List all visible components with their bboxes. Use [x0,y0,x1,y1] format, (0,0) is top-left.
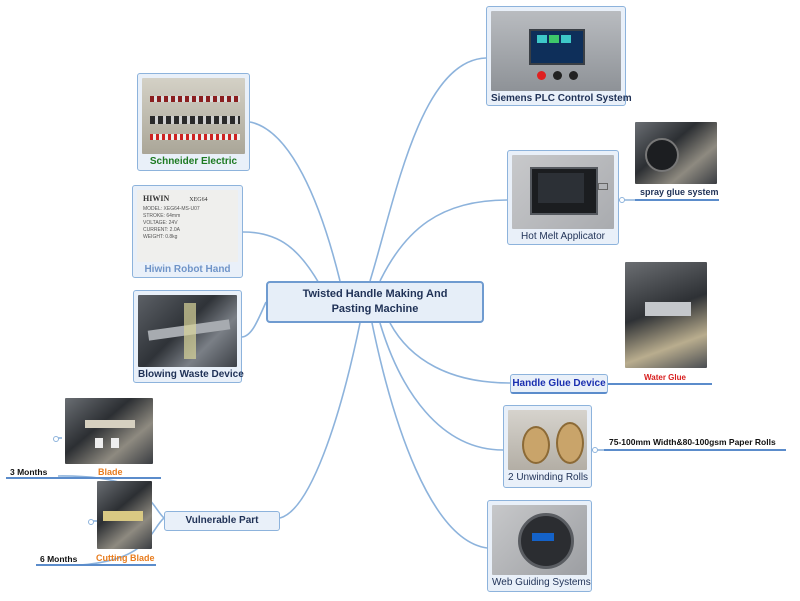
node-label: Handle Glue Device [512,378,606,389]
node-blowing-waste-device[interactable]: Blowing Waste Device [133,290,244,383]
water-glue-label: Water Glue [644,373,686,382]
node-label: Hot Melt Applicator [521,231,605,242]
hiwin-spec-line: VOLTAGE: 24V [143,220,178,226]
web-guiding-photo [492,505,587,575]
node-label: Blowing Waste Device [138,369,244,380]
hiwin-brand: HIWIN [143,194,170,203]
spray-glue-connector-dot [619,197,625,203]
hiwin-spec-line: MODEL: XEG64-MS-U07 [143,206,200,212]
blade-connector-dot [53,436,59,442]
cutting-blade-photo [97,481,152,549]
six-months-label: 6 Months [40,554,78,564]
water-glue-photo [625,262,707,368]
central-topic-title: Twisted Handle Making And Pasting Machin… [302,288,448,315]
electrical-cabinet-photo [142,78,245,154]
paper-rolls-underline [604,449,786,451]
paper-rolls-label: 75-100mm Width&80-100gsm Paper Rolls [609,437,776,447]
hiwin-spec-line: CURRENT: 2.0A [143,227,180,233]
hiwin-spec-line: WEIGHT: 0.8kg [143,234,178,240]
hot-melt-photo [512,155,614,229]
spray-glue-underline [635,199,719,201]
node-label: Web Guiding Systems [492,577,591,588]
blade-label: Blade [98,467,123,477]
node-schneider-electric[interactable]: Schneider Electric [137,73,250,171]
three-months-label: 3 Months [10,467,48,477]
node-label: Siemens PLC Control System [491,93,632,104]
node-label: Schneider Electric [149,156,238,167]
spray-glue-label: spray glue system [640,187,719,197]
water-glue-underline [608,383,712,385]
node-web-guiding-systems[interactable]: Web Guiding Systems [487,500,592,592]
node-hot-melt-applicator[interactable]: Hot Melt Applicator [507,150,619,245]
node-label: Hiwin Robot Hand [144,264,231,275]
central-topic[interactable]: Twisted Handle Making And Pasting Machin… [266,281,484,323]
paper-rolls-connector-dot [592,447,598,453]
blowing-device-photo [138,295,237,367]
plc-panel-photo [491,11,621,91]
node-label: 2 Unwinding Rolls [508,472,589,483]
cutting-blade-label: Cutting Blade [96,553,155,563]
cutting-blade-connector-dot [88,519,94,525]
node-label: Vulnerable Part [185,515,259,526]
hiwin-spec-line: STROKE: 64mm [143,213,181,219]
blade-photo [65,398,153,464]
node-unwinding-rolls[interactable]: 2 Unwinding Rolls [503,405,592,488]
node-handle-glue-device[interactable]: Handle Glue Device [510,374,608,394]
node-siemens-plc[interactable]: Siemens PLC Control System [486,6,632,106]
spray-glue-photo [635,122,717,184]
six-months-underline [36,564,156,566]
unwinding-photo [508,410,587,470]
node-vulnerable-part[interactable]: Vulnerable Part [164,511,280,531]
three-months-underline [6,477,161,479]
hiwin-model: XEG64 [189,197,208,203]
